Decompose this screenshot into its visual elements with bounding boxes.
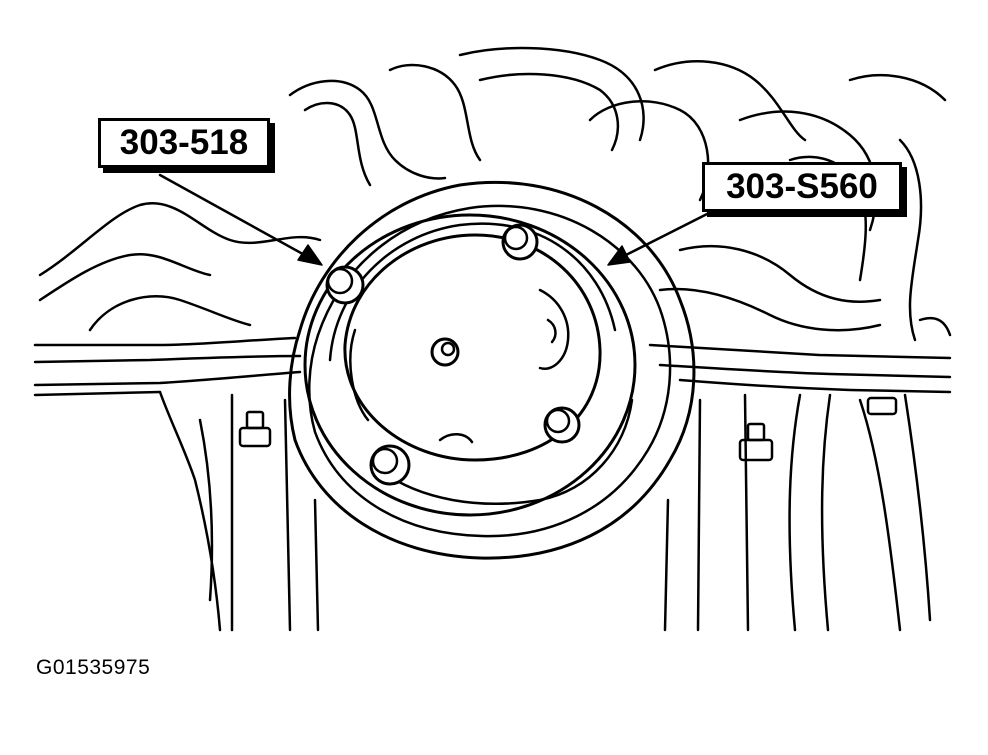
pan-rail-bolts — [238, 396, 898, 462]
callout-label-303-518: 303-518 — [98, 118, 270, 168]
leader-arrowhead-303-518 — [297, 244, 323, 266]
figure-id-label: G01535975 — [36, 656, 151, 679]
crankshaft-flange — [303, 213, 637, 517]
engine-block-lower — [158, 390, 932, 632]
oil-pan-rail — [33, 336, 952, 397]
callout-leaders — [158, 173, 717, 266]
callout-label-303-s560: 303-S560 — [702, 162, 902, 212]
leader-arrow-303-s560 — [618, 208, 717, 260]
leader-arrowhead-303-s560 — [607, 245, 631, 266]
engine-block-upper — [38, 46, 952, 342]
leader-arrow-303-518 — [158, 173, 312, 260]
seal-installer-tool — [343, 233, 602, 462]
alignment-bolts — [325, 223, 581, 486]
seal-retainer-housing — [288, 180, 696, 560]
